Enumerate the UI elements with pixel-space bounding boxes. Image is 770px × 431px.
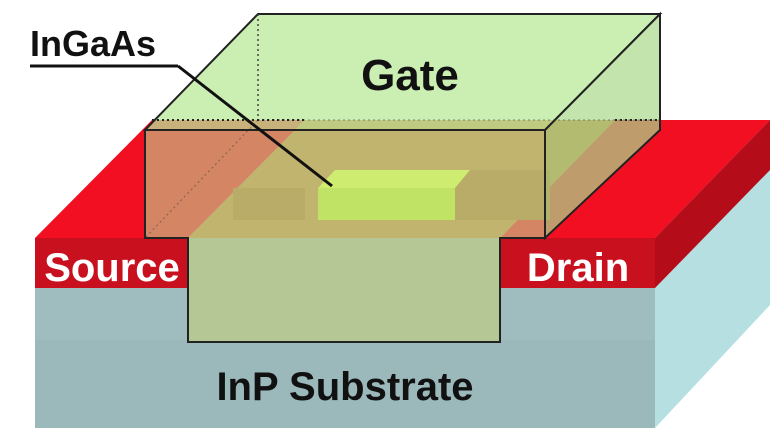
drain-side-face	[655, 120, 770, 288]
substrate-label: InP Substrate	[216, 365, 473, 409]
source-front-face	[35, 238, 188, 288]
ingaas-label: InGaAs	[30, 23, 156, 64]
drain-label: Drain	[527, 246, 629, 290]
ingaas-pointer	[30, 64, 333, 188]
source-label: Source	[44, 246, 180, 290]
drain-front-face	[500, 238, 655, 288]
gate-front-face	[144, 129, 546, 343]
gate-label: Gate	[361, 51, 459, 100]
gate-box	[142, 11, 663, 343]
